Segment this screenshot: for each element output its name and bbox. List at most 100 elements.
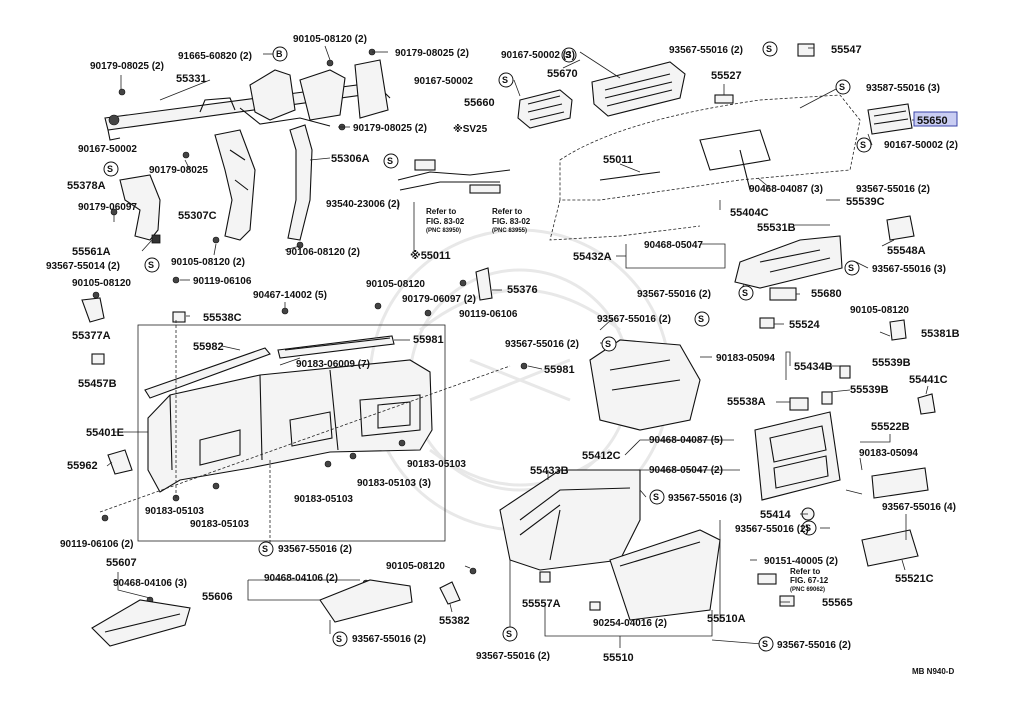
- label-93567-55016-c2[interactable]: 93567-55016 (2): [597, 314, 671, 325]
- vent-55660[interactable]: [517, 89, 573, 129]
- box-55521c[interactable]: [861, 529, 919, 567]
- clip-55539b[interactable]: [821, 365, 851, 405]
- bracket-55378a[interactable]: [110, 174, 161, 244]
- label-55457b[interactable]: 55457B: [78, 378, 117, 390]
- stopper-55557a[interactable]: [539, 571, 601, 611]
- console-55434b[interactable]: [589, 339, 701, 431]
- label-90468-05047-m[interactable]: 90468-05047 (2): [649, 465, 723, 476]
- clip-55527[interactable]: [714, 94, 734, 104]
- label-90183-05103-b[interactable]: 90183-05103: [294, 494, 353, 505]
- label-90119-06106-c[interactable]: 90119-06106: [459, 309, 518, 320]
- label-55522b[interactable]: 55522B: [871, 421, 910, 433]
- label-55539b-b[interactable]: 55539B: [850, 384, 889, 396]
- label-55331[interactable]: 55331: [176, 73, 207, 85]
- label-55306a[interactable]: 55306A: [331, 153, 370, 165]
- cover-55433b[interactable]: [499, 469, 641, 571]
- label-90119-06106-top[interactable]: 90119-06106: [193, 276, 252, 287]
- label-90167-50002-t2[interactable]: 90167-50002: [414, 76, 473, 87]
- label-55565[interactable]: 55565: [822, 597, 853, 609]
- label-55607[interactable]: 55607: [106, 557, 137, 569]
- label-90179-08025-mid[interactable]: 90179-08025 (2): [353, 123, 427, 134]
- label-93567-55016-bl[interactable]: 93567-55016 (2): [278, 544, 352, 555]
- label-93587-55016[interactable]: 93587-55016 (3): [866, 83, 940, 94]
- bracket-55382[interactable]: [439, 581, 461, 605]
- label-55670[interactable]: 55670: [547, 68, 578, 80]
- label-55414[interactable]: 55414: [760, 509, 791, 521]
- label-55377a[interactable]: 55377A: [72, 330, 111, 342]
- label-93567-55016-m2[interactable]: 93567-55016 (2): [735, 524, 809, 535]
- harness-93540[interactable]: [397, 159, 511, 194]
- label-55531b[interactable]: 55531B: [757, 222, 796, 234]
- refer-b-1[interactable]: Refer to: [492, 207, 522, 216]
- label-55650[interactable]: 55650: [917, 115, 948, 127]
- label-55538c[interactable]: 55538C: [203, 312, 242, 324]
- label-90183-05103-a[interactable]: 90183-05103: [407, 459, 466, 470]
- vent-55650[interactable]: [867, 103, 913, 135]
- label-55539c[interactable]: 55539C: [846, 196, 885, 208]
- label-55441c[interactable]: 55441C: [909, 374, 948, 386]
- clip-55547[interactable]: [797, 43, 815, 57]
- brace-55306a[interactable]: [287, 124, 313, 249]
- label-55547[interactable]: 55547: [831, 44, 862, 56]
- label-55510a[interactable]: 55510A: [707, 613, 746, 625]
- bracket-55441c[interactable]: [917, 393, 936, 415]
- panel-55432a[interactable]: [734, 235, 843, 289]
- label-90183-05103-e[interactable]: 90183-05103 (3): [357, 478, 431, 489]
- label-90179-08025-tr[interactable]: 90179-08025 (2): [395, 48, 469, 59]
- clip-55538c[interactable]: [172, 311, 186, 323]
- label-93567-55014[interactable]: 93567-55014 (2): [46, 261, 120, 272]
- bracket-55538a[interactable]: [789, 397, 809, 411]
- label-55982[interactable]: 55982: [193, 341, 224, 353]
- label-93567-55016-c1[interactable]: 93567-55016 (2): [637, 289, 711, 300]
- label-55382[interactable]: 55382: [439, 615, 470, 627]
- label-93567-55016-br[interactable]: 93567-55016 (2): [777, 640, 851, 651]
- label-90468-04106-l[interactable]: 90468-04106 (3): [113, 578, 187, 589]
- label-90105-08120-l2[interactable]: 90105-08120: [72, 278, 131, 289]
- label-90179-08025-c[interactable]: 90179-08025: [149, 165, 208, 176]
- label-90105-08120-l[interactable]: 90105-08120 (2): [171, 257, 245, 268]
- label-55680[interactable]: 55680: [811, 288, 842, 300]
- label-55557a[interactable]: 55557A: [522, 598, 561, 610]
- label-90105-08120-r[interactable]: 90105-08120: [850, 305, 909, 316]
- refer-c-2[interactable]: FIG. 67-12: [790, 576, 829, 585]
- clip-55457b[interactable]: [91, 353, 105, 365]
- label-55981-r[interactable]: 55981: [544, 364, 575, 376]
- defroster-55981[interactable]: [277, 335, 395, 359]
- label-90183-05103-d[interactable]: 90183-05103: [190, 519, 249, 530]
- refer-c-1[interactable]: Refer to: [790, 567, 820, 576]
- instrument-panel-55401e[interactable]: [147, 359, 433, 493]
- label-93567-55016-c3[interactable]: 93567-55016 (2): [505, 339, 579, 350]
- label-55660[interactable]: 55660: [464, 97, 495, 109]
- label-55378a[interactable]: 55378A: [67, 180, 106, 192]
- bezel-55412c[interactable]: [754, 411, 841, 501]
- label-55510[interactable]: 55510: [603, 652, 634, 664]
- latch-55565[interactable]: [757, 573, 795, 607]
- label-90167-50002-l[interactable]: 90167-50002: [78, 144, 137, 155]
- label-90105-08120-c[interactable]: 90105-08120: [366, 279, 425, 290]
- label-55981-top[interactable]: 55981: [413, 334, 444, 346]
- label-90183-05094-a[interactable]: 90183-05094: [716, 353, 775, 364]
- label-55962[interactable]: 55962: [67, 460, 98, 472]
- bracket-55376[interactable]: [475, 267, 493, 301]
- label-93567-55016-tr[interactable]: 93567-55016 (2): [669, 45, 743, 56]
- bracket-55606[interactable]: [319, 579, 413, 623]
- label-55538a[interactable]: 55538A: [727, 396, 766, 408]
- label-90105-08120-top[interactable]: 90105-08120 (2): [293, 34, 367, 45]
- dash-outline-55011[interactable]: [549, 94, 861, 241]
- label-90151-40005[interactable]: 90151-40005 (2): [764, 556, 838, 567]
- label-90179-06097-c[interactable]: 90179-06097 (2): [402, 294, 476, 305]
- label-55307c[interactable]: 55307C: [178, 210, 217, 222]
- label-90468-04087-m[interactable]: 90468-04087 (5): [649, 435, 723, 446]
- refer-b-2[interactable]: FIG. 83-02: [492, 217, 531, 226]
- label-90467-14002[interactable]: 90467-14002 (5): [253, 290, 327, 301]
- label-91665-60820[interactable]: 91665-60820 (2): [178, 51, 252, 62]
- label-55404c[interactable]: 55404C: [730, 207, 769, 219]
- label-55606[interactable]: 55606: [202, 591, 233, 603]
- label-90179-06097[interactable]: 90179-06097: [78, 202, 137, 213]
- label-55412c[interactable]: 55412C: [582, 450, 621, 462]
- label-55432a[interactable]: 55432A: [573, 251, 612, 263]
- vent-55670[interactable]: [591, 61, 686, 117]
- refer-a-1[interactable]: Refer to: [426, 207, 456, 216]
- label-55521c[interactable]: 55521C: [895, 573, 934, 585]
- label-55381b[interactable]: 55381B: [921, 328, 960, 340]
